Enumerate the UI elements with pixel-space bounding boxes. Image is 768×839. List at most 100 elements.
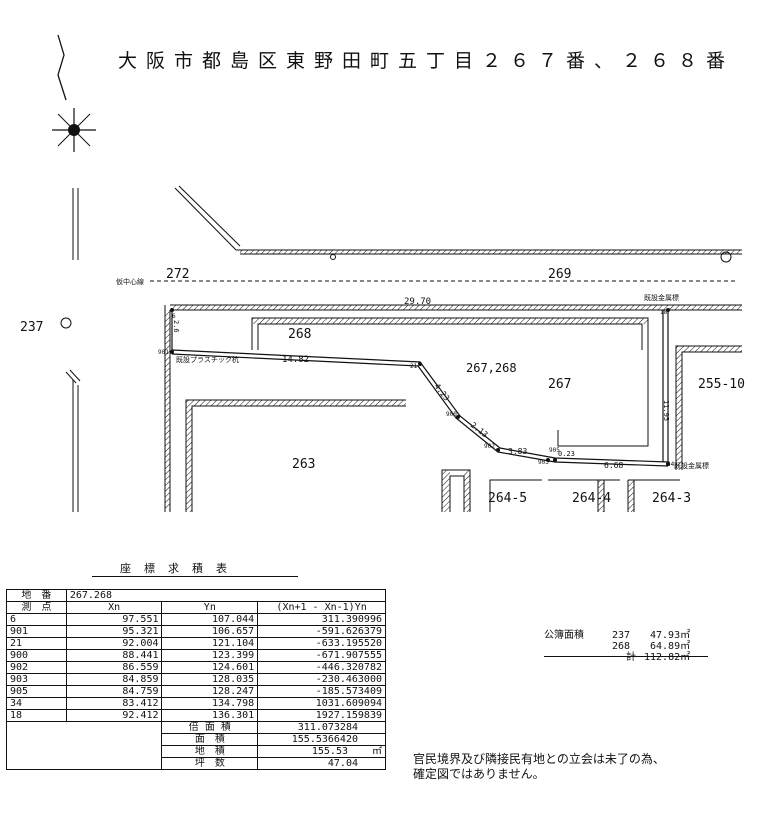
point-label: 21 bbox=[410, 363, 418, 370]
manhole-icon bbox=[720, 251, 732, 263]
point-cell: 900 bbox=[6, 649, 67, 662]
header-row: 測 点 Xn Yn (Xn+1 - Xn-1)Yn bbox=[6, 601, 386, 614]
yn-cell: 121.104 bbox=[161, 637, 259, 650]
summary-number: 311.073284 bbox=[297, 722, 358, 733]
center-line-label: 仮中心線 bbox=[116, 277, 144, 286]
point-cell: 18 bbox=[6, 709, 67, 722]
summary-blank bbox=[5, 757, 163, 770]
point-label: 903 bbox=[538, 459, 549, 466]
summary-blank bbox=[5, 733, 163, 746]
point-label: 900 bbox=[446, 411, 457, 418]
yn-cell: 128.247 bbox=[161, 685, 259, 698]
registered-area: 公簿面積 237 47.93㎡ 268 64.89㎡ 計 112.82㎡ bbox=[544, 630, 708, 663]
summary-label: 面 積 bbox=[161, 733, 259, 746]
point-label: 905 bbox=[549, 447, 560, 454]
product-cell: 1927.159839 bbox=[257, 709, 386, 722]
road-hatch bbox=[240, 250, 742, 254]
area-divider bbox=[544, 656, 708, 657]
dimension-label: 14.82 bbox=[282, 355, 309, 365]
area-parcel: 237 bbox=[612, 630, 631, 641]
xn-cell: 92.412 bbox=[65, 709, 163, 722]
header-cell: Yn bbox=[161, 601, 259, 614]
dimension-label: 6.68 bbox=[604, 461, 623, 470]
building-hatch bbox=[442, 470, 450, 512]
dimension-label: 2.6 bbox=[172, 320, 180, 333]
point-cell: 902 bbox=[6, 661, 67, 674]
summary-value: 155.5366420 bbox=[257, 733, 386, 746]
product-cell: 1031.609094 bbox=[257, 697, 386, 710]
table-title-underline bbox=[92, 576, 298, 577]
summary-label: 地 積 bbox=[161, 745, 259, 758]
parcel-237-label: 237 bbox=[20, 320, 43, 335]
point-cell: 903 bbox=[6, 673, 67, 686]
parcel-267-label: 267 bbox=[548, 377, 571, 392]
parcel-269-label: 269 bbox=[548, 267, 571, 282]
point-label: 901 bbox=[158, 349, 169, 356]
summary-number: 155.53 bbox=[311, 746, 348, 757]
parcel-label: 地 番 bbox=[6, 589, 67, 602]
point-label: 18 bbox=[660, 309, 668, 316]
yn-cell: 128.035 bbox=[161, 673, 259, 686]
yn-cell: 106.657 bbox=[161, 625, 259, 638]
area-total: 112.82㎡ bbox=[644, 652, 691, 663]
header-cell: 測 点 bbox=[6, 601, 67, 614]
parcel-row: 地 番 267.268 bbox=[6, 589, 387, 602]
point-cell: 34 bbox=[6, 697, 67, 710]
page-title: 大阪市都島区東野田町五丁目２６７番、２６８番 bbox=[118, 50, 735, 72]
summary-blank bbox=[5, 721, 163, 734]
point-cell: 6 bbox=[6, 613, 67, 626]
area-total-row: 計 112.82㎡ bbox=[544, 652, 708, 663]
summary-label: 坪 数 bbox=[161, 757, 259, 770]
road-hatch bbox=[170, 305, 742, 310]
summary-row: 倍 面 積 311.073284 bbox=[5, 721, 386, 734]
yn-cell: 123.399 bbox=[161, 649, 259, 662]
product-cell: -230.463000 bbox=[257, 673, 386, 686]
yn-cell: 136.301 bbox=[161, 709, 259, 722]
building-hatch bbox=[628, 480, 634, 512]
manhole-icon bbox=[330, 254, 336, 260]
xn-cell: 95.321 bbox=[65, 625, 163, 638]
parcel-value: 267.268 bbox=[65, 589, 387, 602]
product-cell: -185.573409 bbox=[257, 685, 386, 698]
parcel-268-label: 268 bbox=[288, 327, 311, 342]
xn-cell: 88.441 bbox=[65, 649, 163, 662]
manhole-icon bbox=[60, 317, 72, 329]
point-label: 34 bbox=[667, 461, 675, 468]
area-total-label: 計 bbox=[626, 652, 636, 663]
summary-label: 倍 面 積 bbox=[161, 721, 259, 734]
point-cell: 21 bbox=[6, 637, 67, 650]
xn-cell: 97.551 bbox=[65, 613, 163, 626]
xn-cell: 83.412 bbox=[65, 697, 163, 710]
dimension-label: 29.70 bbox=[404, 297, 431, 307]
xn-cell: 86.559 bbox=[65, 661, 163, 674]
area-value: 47.93㎡ bbox=[650, 630, 691, 641]
building-hatch bbox=[186, 400, 406, 406]
road-hatch bbox=[165, 310, 170, 510]
product-cell: -591.626379 bbox=[257, 625, 386, 638]
metal-marker-label: 既設金属標 bbox=[644, 293, 679, 302]
plastic-pile-label: 既設プラスチック杭 bbox=[176, 355, 239, 364]
product-cell: -671.907555 bbox=[257, 649, 386, 662]
header-cell: (Xn+1 - Xn-1)Yn bbox=[257, 601, 386, 614]
xn-cell: 92.004 bbox=[65, 637, 163, 650]
parcel-boundary bbox=[171, 310, 669, 467]
building-hatch bbox=[252, 318, 648, 324]
metal-marker-label: 既設金属標 bbox=[674, 461, 709, 470]
north-arrow-icon bbox=[52, 34, 96, 152]
table-title: 座標求積表 bbox=[120, 562, 240, 575]
area-row: 268 64.89㎡ bbox=[544, 641, 708, 652]
building-hatch bbox=[598, 480, 604, 512]
xn-cell: 84.859 bbox=[65, 673, 163, 686]
summary-value: 311.073284 bbox=[257, 721, 386, 734]
